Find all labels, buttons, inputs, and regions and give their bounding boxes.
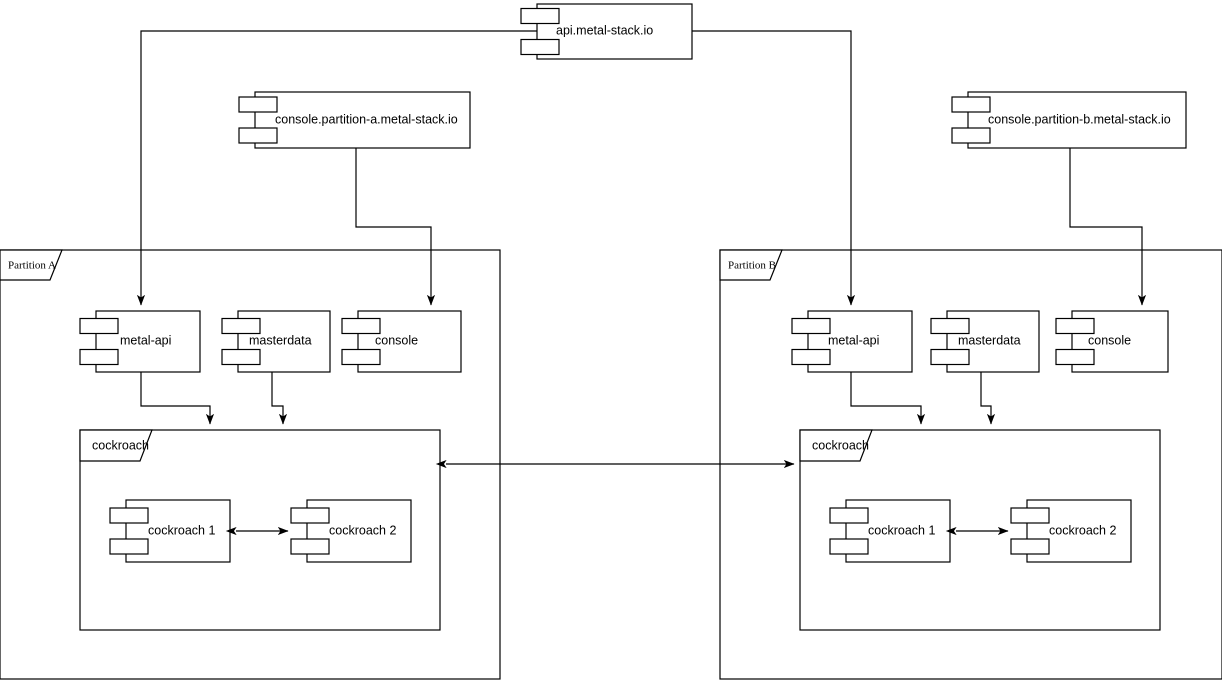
console-b-endpoint-body <box>967 91 1187 149</box>
component-icon-tab-2 <box>341 348 381 366</box>
component-icon-tab-2 <box>1055 348 1095 366</box>
console-b-endpoint-label: console.partition-b.metal-stack.io <box>988 112 1171 126</box>
console-a-to-console-a <box>355 148 436 306</box>
cockroach-b-1[interactable]: cockroach 1 <box>829 499 951 563</box>
partition-b-tab <box>719 249 783 281</box>
cockroach-a-2[interactable]: cockroach 2 <box>290 499 412 563</box>
masterdata-b[interactable]: masterdata <box>930 310 1040 373</box>
masterdata-a-label: masterdata <box>249 333 312 347</box>
console-b-endpoint[interactable]: console.partition-b.metal-stack.io <box>951 91 1187 149</box>
metal-api-b[interactable]: metal-api <box>791 310 913 373</box>
metal-api-a-label: metal-api <box>120 333 171 347</box>
api-endpoint-label: api.metal-stack.io <box>556 23 653 37</box>
console-a-endpoint-body <box>254 91 471 149</box>
component-icon-tab-2 <box>951 127 991 144</box>
component-icon-tab-1 <box>951 96 991 113</box>
component-icon-tab-2 <box>238 127 278 144</box>
console-a[interactable]: console <box>341 310 462 373</box>
cockroach-a-1[interactable]: cockroach 1 <box>109 499 231 563</box>
component-icon-tab-1 <box>1055 317 1095 335</box>
cockroach-a-2-label: cockroach 2 <box>329 523 396 537</box>
component-icon-tab-1 <box>520 7 560 25</box>
masterdata-b-to-cluster-b <box>980 372 996 425</box>
component-icon-tab-1 <box>1010 507 1050 524</box>
component-icon-tab-2 <box>791 348 831 366</box>
component-icon-tab-1 <box>290 507 330 524</box>
partitions-layer: Partition A cockroach cockroach 1 cockroach… <box>0 249 1222 680</box>
cockroach-b-2[interactable]: cockroach 2 <box>1010 499 1132 563</box>
cockroach-cluster-b-tab <box>799 429 873 462</box>
metal-api-a-to-cluster-a <box>140 372 215 425</box>
component-icon-tab-1 <box>238 96 278 113</box>
cockroach-cluster-a-tab-label: cockroach <box>92 438 149 452</box>
partition-a-tab <box>0 249 63 281</box>
component-icon-tab-2 <box>1010 538 1050 555</box>
component-icon-tab-2 <box>829 538 869 555</box>
cockroach-b-1-label: cockroach 1 <box>868 523 935 537</box>
metal-api-b-label: metal-api <box>828 333 879 347</box>
component-icon-tab-2 <box>520 38 560 56</box>
api-endpoint-body <box>536 3 693 60</box>
component-icon-tab-2 <box>109 538 149 555</box>
console-a-endpoint-label: console.partition-a.metal-stack.io <box>275 112 458 126</box>
console-b-label: console <box>1088 333 1131 347</box>
api-to-metal-api-a <box>136 30 537 306</box>
connections-layer <box>136 30 1147 536</box>
endpoints-layer: api.metal-stack.io console.partition-a.me… <box>238 3 1187 149</box>
partition-b-tab-label: Partition B <box>728 260 776 272</box>
cockroach-b-2-label: cockroach 2 <box>1049 523 1116 537</box>
component-icon-tab-1 <box>109 507 149 524</box>
component-icon-tab-2 <box>290 538 330 555</box>
partition-a-tab-label: Partition A <box>8 260 56 272</box>
console-b-to-console-b <box>1069 148 1147 306</box>
metal-api-b-to-cluster-b <box>850 372 926 425</box>
metal-api-a[interactable]: metal-api <box>79 310 201 373</box>
console-a-endpoint[interactable]: console.partition-a.metal-stack.io <box>238 91 471 149</box>
component-icon-tab-2 <box>79 348 119 366</box>
component-icon-tab-1 <box>791 317 831 335</box>
component-icon-tab-1 <box>79 317 119 335</box>
api-to-metal-api-b <box>692 30 856 306</box>
masterdata-b-label: masterdata <box>958 333 1021 347</box>
cockroach-cluster-a-tab <box>79 429 153 462</box>
cockroach-a-1-label: cockroach 1 <box>148 523 215 537</box>
masterdata-a[interactable]: masterdata <box>221 310 331 373</box>
component-icon-tab-1 <box>221 317 261 335</box>
component-icon-tab-2 <box>221 348 261 366</box>
cockroach-cluster-b-tab-label: cockroach <box>812 438 869 452</box>
masterdata-a-to-cluster-a <box>271 372 288 425</box>
component-icon-tab-1 <box>930 317 970 335</box>
console-a-label: console <box>375 333 418 347</box>
component-icon-tab-1 <box>341 317 381 335</box>
api-endpoint[interactable]: api.metal-stack.io <box>520 3 693 60</box>
component-icon-tab-1 <box>829 507 869 524</box>
console-b[interactable]: console <box>1055 310 1169 373</box>
component-icon-tab-2 <box>930 348 970 366</box>
